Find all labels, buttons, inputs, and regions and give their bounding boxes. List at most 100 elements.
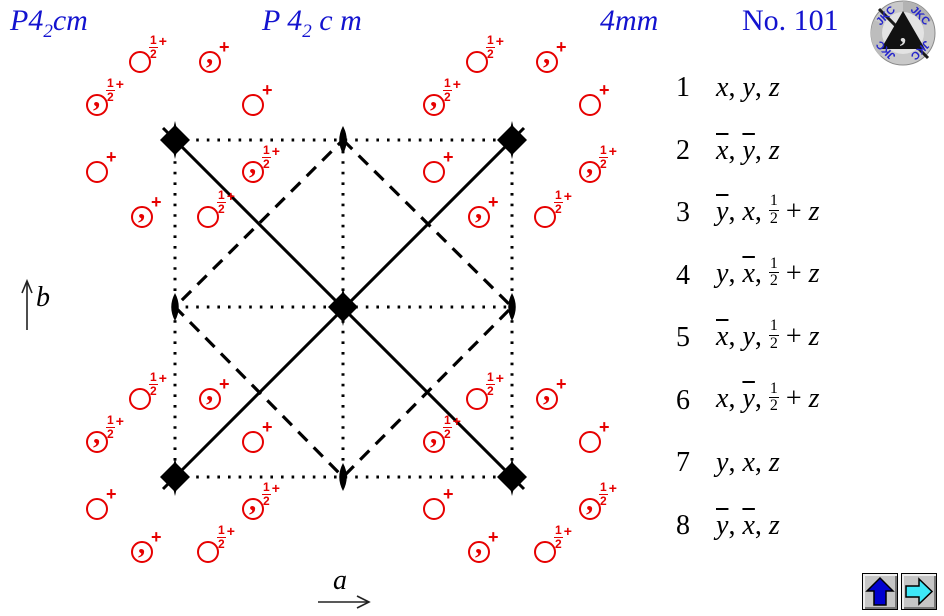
height-label: + [443, 484, 454, 504]
position-coordinates: x, y, z [716, 134, 780, 166]
atom-enantiomorph-circle: , [579, 148, 601, 183]
enantiomorph-comma: , [138, 528, 146, 560]
atom-enantiomorph-circle: , [86, 81, 108, 116]
jkc-logo[interactable]: , JKC JKC JKC JKC [866, 0, 940, 68]
position-coordinates: y, x, z [716, 447, 780, 479]
enantiomorph-comma: , [93, 81, 101, 113]
space-group-number: No. 101 [742, 4, 839, 37]
nav-next-button[interactable] [901, 573, 937, 610]
fourfold-screw-axis-symbol [160, 462, 190, 492]
position-number: 2 [676, 134, 690, 166]
atom-enantiomorph-circle: , [536, 375, 558, 410]
atom-circle [86, 161, 108, 183]
atom-circle [534, 541, 556, 563]
atom-enantiomorph-circle: , [199, 375, 221, 410]
height-label: + [443, 147, 454, 167]
enantiomorph-comma: , [586, 485, 594, 517]
twofold-axis-symbol [339, 463, 347, 491]
enantiomorph-comma: , [249, 148, 257, 180]
point-group-label: 4mm [600, 4, 659, 37]
position-coordinates: x, y, z [716, 72, 780, 104]
position-coordinates: y, x, z [716, 509, 780, 541]
nav-up-button[interactable] [862, 573, 898, 610]
right-arrow-icon [905, 577, 934, 606]
height-label: + [262, 80, 273, 100]
space-group-symbol-short: P42cm [10, 4, 88, 42]
atom-enantiomorph-circle: , [579, 485, 601, 520]
enantiomorph-comma: , [475, 528, 483, 560]
atom-circle [579, 431, 601, 453]
atom-enantiomorph-circle: , [199, 38, 221, 73]
position-entry: 7 y, x, z [676, 432, 820, 495]
atom-enantiomorph-circle: , [423, 81, 445, 116]
height-label: + [219, 374, 230, 394]
atom-circle [579, 94, 601, 116]
enantiomorph-comma: , [93, 418, 101, 450]
axis-label-a: a [333, 565, 347, 596]
height-label: + [219, 37, 230, 57]
atom-enantiomorph-circle: , [242, 148, 264, 183]
position-entry: 2 x, y, z [676, 120, 820, 183]
position-number: 7 [676, 447, 690, 479]
position-entry: 1 x, y, z [676, 57, 820, 120]
enantiomorph-comma: , [430, 418, 438, 450]
height-label: + [599, 417, 610, 437]
atom-circle [129, 51, 151, 73]
height-label: + [488, 527, 499, 547]
atom-circle [534, 206, 556, 228]
atom-circle [197, 541, 219, 563]
atom-circle [129, 388, 151, 410]
position-entry: 8 y, x, z [676, 495, 820, 558]
atom-enantiomorph-circle: , [242, 485, 264, 520]
enantiomorph-comma: , [430, 81, 438, 113]
atom-circle [86, 498, 108, 520]
position-number: 8 [676, 509, 690, 541]
atom-circle [423, 161, 445, 183]
atom-enantiomorph-circle: , [468, 528, 490, 563]
fourfold-screw-axis-symbol [497, 125, 527, 155]
position-number: 4 [676, 259, 690, 291]
atom-enantiomorph-circle: , [423, 418, 445, 453]
height-label: + [488, 192, 499, 212]
fourfold-screw-axis-symbol [160, 125, 190, 155]
position-number: 6 [676, 384, 690, 416]
enantiomorph-comma: , [138, 193, 146, 225]
twofold-axis-symbol [508, 293, 516, 321]
atom-circle [466, 51, 488, 73]
atom-circle [197, 206, 219, 228]
height-label: + [556, 37, 567, 57]
atom-enantiomorph-circle: , [536, 38, 558, 73]
height-label: + [556, 374, 567, 394]
atom-circle [242, 94, 264, 116]
up-arrow-icon [865, 576, 895, 606]
twofold-axis-symbol [171, 293, 179, 321]
axis-label-b: b [36, 282, 50, 313]
svg-text:,: , [900, 19, 907, 48]
enantiomorph-comma: , [249, 485, 257, 517]
enantiomorph-comma: , [206, 375, 214, 407]
position-number: 1 [676, 72, 690, 104]
